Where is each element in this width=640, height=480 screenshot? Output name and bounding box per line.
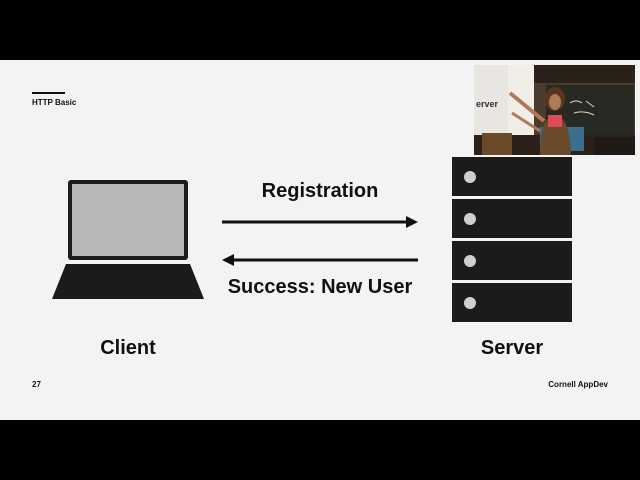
server-led xyxy=(464,255,476,267)
request-arrow xyxy=(222,216,418,228)
presenter-webcam: erver xyxy=(474,65,635,155)
server-led xyxy=(464,297,476,309)
request-label: Registration xyxy=(261,180,379,202)
server-led xyxy=(464,171,476,183)
webcam-slide-text: erver xyxy=(476,99,499,109)
server-unit xyxy=(452,157,572,196)
server-led xyxy=(464,213,476,225)
section-label: HTTP Basic xyxy=(32,98,77,107)
server-unit xyxy=(452,241,572,280)
response-arrow xyxy=(222,254,418,266)
page-number: 27 xyxy=(32,380,41,389)
server-unit xyxy=(452,283,572,322)
server-label: Server xyxy=(480,337,544,359)
laptop-icon xyxy=(52,180,204,299)
client-label: Client xyxy=(100,337,156,359)
webcam-scene xyxy=(474,65,635,155)
footer-brand: Cornell AppDev xyxy=(548,380,608,389)
server-unit xyxy=(452,199,572,238)
server-rack-icon xyxy=(452,157,572,322)
response-label: Success: New User xyxy=(227,276,413,298)
header-rule xyxy=(32,92,65,94)
